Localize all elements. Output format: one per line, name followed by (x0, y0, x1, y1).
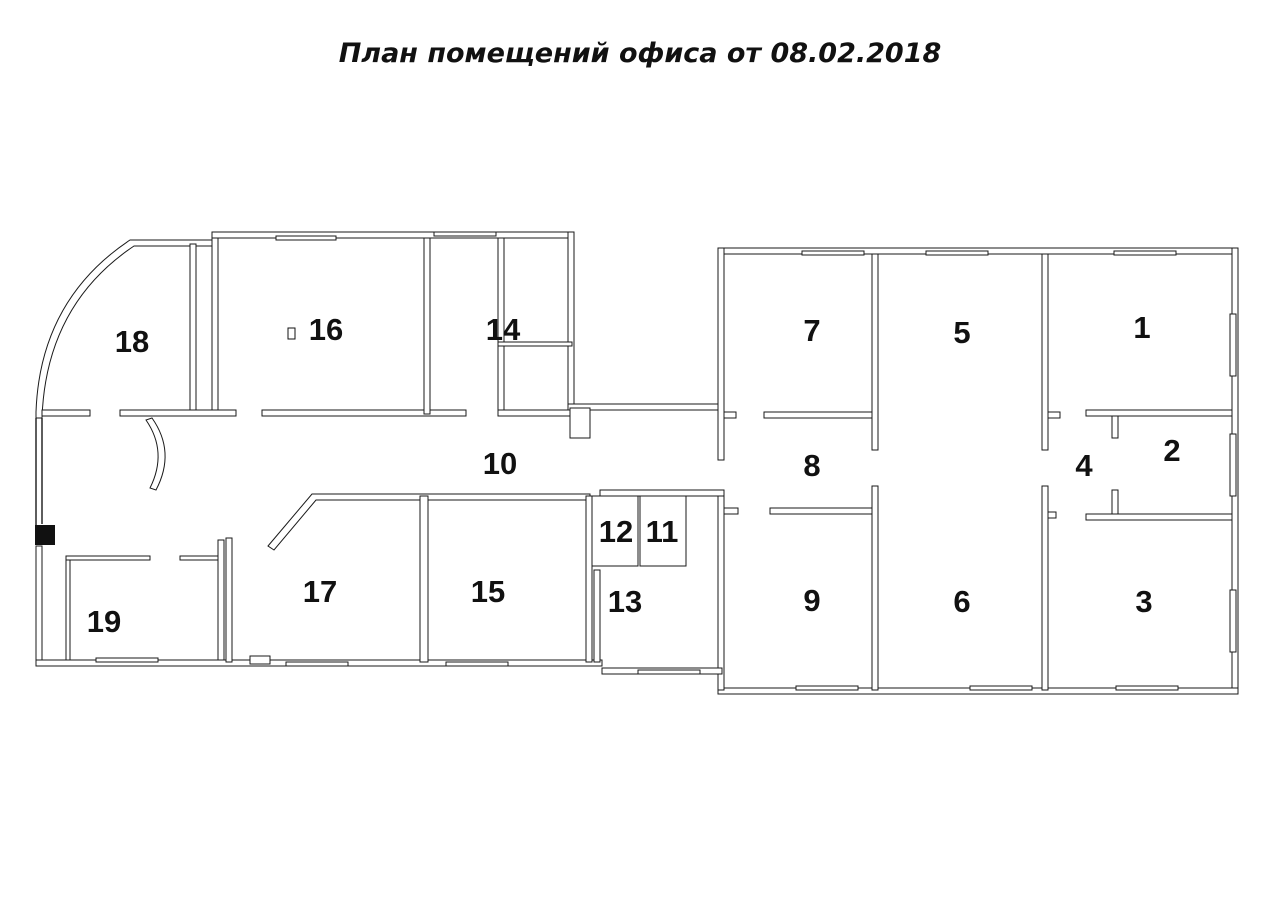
room-label-18: 18 (115, 324, 149, 359)
room-label-7: 7 (803, 313, 820, 348)
room-label-6: 6 (953, 584, 970, 619)
room-label-19: 19 (87, 604, 121, 639)
room-label-14: 14 (486, 312, 521, 347)
curved-partition (145, 417, 166, 491)
room-label-1: 1 (1133, 310, 1150, 345)
room-label-11: 11 (646, 514, 679, 549)
room-label-5: 5 (953, 315, 970, 350)
column-marker (35, 525, 55, 545)
room-label-17: 17 (303, 574, 337, 609)
plan-title: План помещений офиса от 08.02.2018 (338, 38, 942, 69)
room-label-9: 9 (803, 583, 820, 618)
room-16-object (287, 327, 296, 340)
room-label-3: 3 (1135, 584, 1152, 619)
room-labels: 1 2 3 4 5 6 7 8 9 10 11 12 13 14 15 16 1… (87, 310, 1181, 639)
room-label-4: 4 (1075, 448, 1093, 483)
room-label-10: 10 (483, 446, 517, 481)
room-label-12: 12 (599, 514, 633, 549)
room-label-2: 2 (1163, 433, 1180, 468)
room-label-15: 15 (471, 574, 505, 609)
inner-walls (41, 237, 1233, 691)
room-label-8: 8 (803, 448, 820, 483)
windows (95, 231, 1237, 691)
room-label-13: 13 (608, 584, 642, 619)
room-label-16: 16 (309, 312, 343, 347)
